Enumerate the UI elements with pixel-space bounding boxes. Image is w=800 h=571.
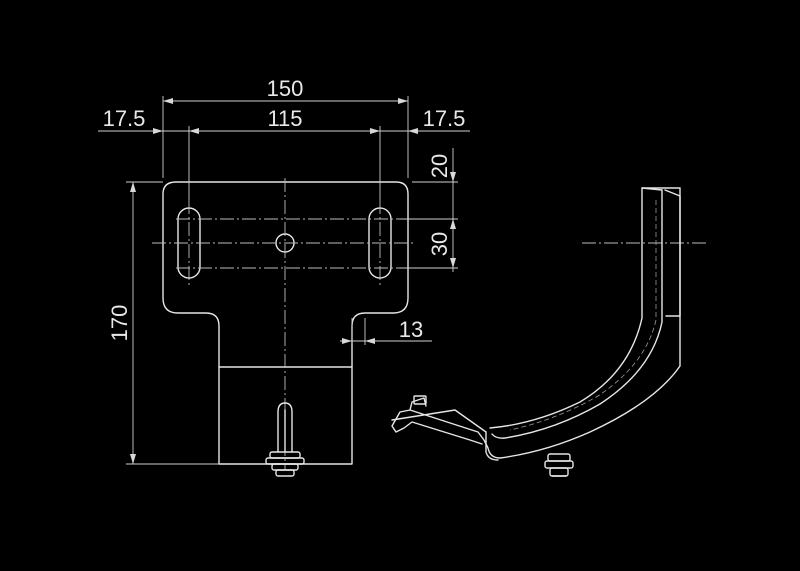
front-view: 150 17.5 115 17.5 20 30 170 13: [98, 76, 470, 477]
dim-edge-right: 17.5: [423, 106, 466, 131]
dim-height: 170: [107, 305, 132, 342]
side-inner-flange: [664, 189, 681, 317]
dim-edge-left: 17.5: [103, 106, 146, 131]
side-clip-tab: [409, 397, 427, 411]
dim-slot-spacing: 115: [267, 106, 302, 131]
side-hidden-line: [509, 200, 657, 431]
dim-top-offset: 20: [427, 154, 452, 178]
side-outer-profile: [391, 187, 681, 459]
side-view: [391, 187, 706, 477]
side-inner-profile: [491, 189, 663, 439]
dim-overall-width: 150: [267, 76, 304, 101]
dim-slot-length: 30: [427, 232, 452, 256]
bolt-front: [265, 402, 305, 477]
bracket-plate-outline: [162, 181, 409, 465]
dim-step-width: 13: [399, 317, 423, 342]
side-flange-end: [391, 409, 499, 461]
bolt-side: [544, 453, 574, 477]
